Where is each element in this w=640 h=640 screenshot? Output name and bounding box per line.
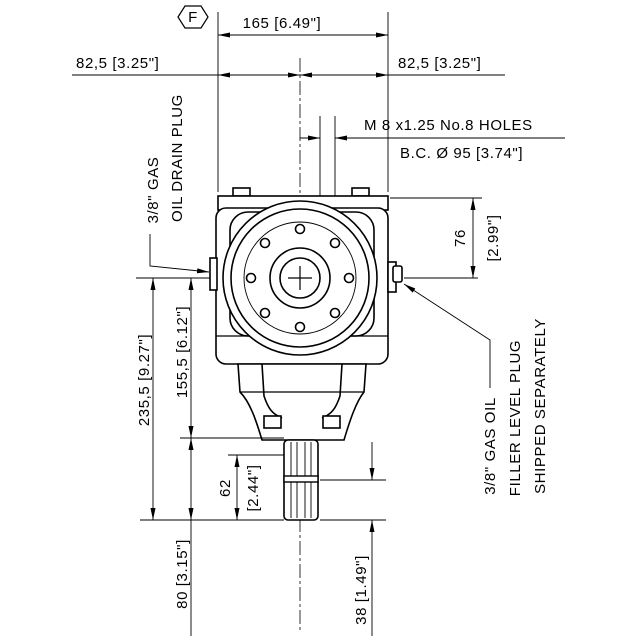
bolt-hole (343, 272, 355, 284)
filler-plug-leader (403, 283, 491, 388)
filler-plug-head (392, 265, 403, 283)
drain-plug-leader (149, 234, 210, 274)
drain-note-line2: OIL DRAIN PLUG (169, 94, 186, 222)
bolt-hole (329, 307, 341, 319)
drain-plug-note: 3/8" GAS OIL DRAIN PLUG (145, 94, 210, 274)
dim-76-inch-label: [2.99"] (485, 214, 502, 261)
filler-note-line1: 3/8" GAS OIL (482, 397, 499, 495)
dim-235-label: 235,5 [9.27"] (136, 334, 153, 426)
dim-38-label: 38 [1.49"] (353, 555, 370, 625)
neck-outline (237, 363, 367, 441)
top-bolt-left (232, 187, 251, 197)
dim-155-label: 155,5 [6.12"] (174, 306, 191, 398)
view-marker: F (177, 5, 209, 29)
neck-bolt-right (322, 415, 341, 429)
half-width-right-label: 82,5 [3.25"] (398, 55, 481, 72)
bolt-hole (329, 237, 341, 249)
overall-width-label: 165 [6.49"] (243, 15, 322, 32)
width-dimensions: 165 [6.49"] 82,5 [3.25"] 82,5 [3.25"] (72, 12, 505, 192)
holes-thread-label: M 8 x1.25 No.8 HOLES (364, 117, 533, 134)
flange-height-dimension: 76 [2.99"] (390, 197, 502, 278)
bolt-hole (245, 272, 257, 284)
drain-plug-boss (209, 257, 218, 291)
dim-80-label: 80 [3.15"] (174, 539, 191, 609)
filler-note-line2: FILLER LEVEL PLUG (507, 340, 524, 496)
bolt-hole (294, 223, 306, 235)
holes-callout: M 8 x1.25 No.8 HOLES B.C. Ø 95 [3.74"] (300, 116, 565, 236)
view-marker-label: F (188, 9, 198, 26)
gearbox-housing (209, 187, 403, 365)
dim-62-label: 62 (217, 479, 234, 497)
holes-bolt-circle-label: B.C. Ø 95 [3.74"] (400, 145, 523, 162)
top-bolt-right (351, 187, 370, 197)
splined-shaft (283, 439, 319, 521)
neck-bolt-left (263, 415, 282, 429)
dim-62-inch-label: [2.44"] (245, 464, 262, 511)
half-width-left-label: 82,5 [3.25"] (76, 55, 159, 72)
flange-rim-circle (230, 208, 370, 348)
bolt-hole (259, 237, 271, 249)
drain-note-line1: 3/8" GAS (145, 157, 162, 224)
filler-plug-note: 3/8" GAS OIL FILLER LEVEL PLUG SHIPPED S… (403, 283, 549, 496)
dim-76-label: 76 (452, 229, 469, 247)
bolt-hole (294, 321, 306, 333)
bolt-holes (245, 223, 355, 333)
filler-note-line3: SHIPPED SEPARATELY (532, 318, 549, 494)
height-dimensions: 235,5 [9.27"] 155,5 [6.12"] 80 [3.15"] 6… (136, 278, 284, 636)
view-marker-frame (177, 5, 209, 29)
gearbox-neck (237, 363, 367, 441)
shaft-groove (283, 475, 319, 483)
groove-dimension: 38 [1.49"] (320, 442, 386, 636)
bolt-hole (259, 307, 271, 319)
bolt-circle (243, 221, 357, 335)
